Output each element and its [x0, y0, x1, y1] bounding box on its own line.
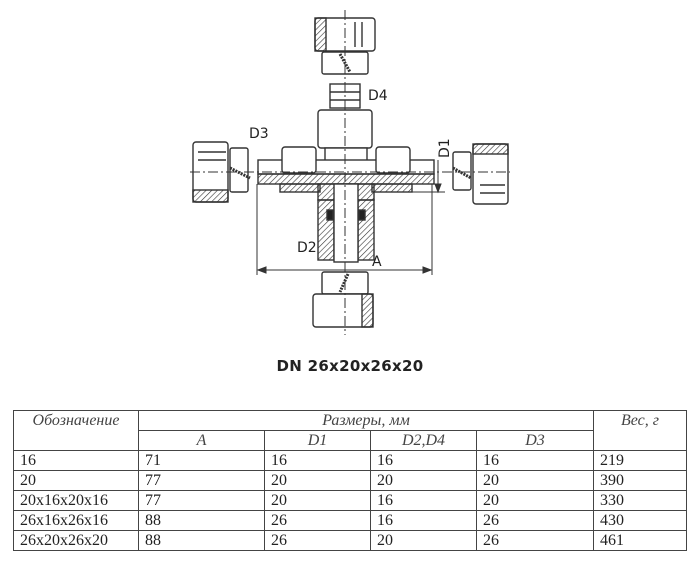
cell-weight: 219 — [593, 450, 687, 471]
cell-d3: 20 — [476, 470, 594, 491]
cell-d1: 20 — [264, 490, 371, 511]
header-a: A — [138, 430, 265, 451]
cell-d1: 26 — [264, 530, 371, 551]
cell-weight: 330 — [593, 490, 687, 511]
cell-designation: 26x16x26x16 — [13, 510, 139, 531]
cell-designation: 20x16x20x16 — [13, 490, 139, 511]
cell-d2-d4: 20 — [370, 530, 477, 551]
cell-d3: 26 — [476, 530, 594, 551]
label-d4: D4 — [368, 88, 388, 104]
cell-d1: 26 — [264, 510, 371, 531]
cell-weight: 461 — [593, 530, 687, 551]
cell-d2-d4: 16 — [370, 450, 477, 471]
label-d2: D2 — [297, 240, 317, 256]
cell-designation: 26x20x26x20 — [13, 530, 139, 551]
table-row: 26x20x26x20 88 26 20 26 461 — [13, 530, 687, 551]
cell-a: 77 — [138, 490, 265, 511]
cell-d2-d4: 20 — [370, 470, 477, 491]
header-weight: Вес, г — [593, 410, 687, 451]
cell-d3: 16 — [476, 450, 594, 471]
table-row: 20 77 20 20 20 390 — [13, 470, 687, 491]
cell-weight: 390 — [593, 470, 687, 491]
cell-d3: 26 — [476, 510, 594, 531]
cell-d2-d4: 16 — [370, 510, 477, 531]
table-subheader-row: A D1 D2,D4 D3 — [14, 430, 687, 451]
table-row: 16 71 16 16 16 219 — [13, 450, 687, 471]
bottom-compression-nut — [312, 271, 374, 328]
header-designation: Обозначение — [13, 410, 139, 451]
table-row: 26x16x26x16 88 26 16 26 430 — [13, 510, 687, 531]
cell-d2-d4: 16 — [370, 490, 477, 511]
drawing-caption: DN 26x20x26x20 — [276, 357, 424, 375]
cell-weight: 430 — [593, 510, 687, 531]
cell-a: 88 — [138, 510, 265, 531]
cell-d3: 20 — [476, 490, 594, 511]
table-header-row: Обозначение Размеры, мм Вес, г — [13, 410, 687, 451]
main-body — [257, 146, 435, 263]
table-row: 20x16x20x16 77 20 16 20 330 — [13, 490, 687, 511]
label-a: A — [372, 254, 382, 270]
cell-a: 88 — [138, 530, 265, 551]
cross-fitting-technical-drawing: D4 D3 D1 D2 A — [190, 10, 510, 335]
right-compression-nut — [452, 143, 509, 205]
header-d2-d4: D2,D4 — [370, 430, 477, 451]
header-dimensions: Размеры, мм — [138, 410, 594, 431]
label-d1: D1 — [437, 138, 453, 158]
cell-designation: 20 — [13, 470, 139, 491]
cell-a: 71 — [138, 450, 265, 471]
cell-d1: 16 — [264, 450, 371, 471]
header-d1: D1 — [264, 430, 371, 451]
cell-a: 77 — [138, 470, 265, 491]
cell-designation: 16 — [13, 450, 139, 471]
dimensions-table: Обозначение Размеры, мм Вес, г A D1 D2,D… — [13, 410, 687, 551]
cell-d1: 20 — [264, 470, 371, 491]
header-d3: D3 — [476, 430, 594, 451]
label-d3: D3 — [249, 126, 269, 142]
